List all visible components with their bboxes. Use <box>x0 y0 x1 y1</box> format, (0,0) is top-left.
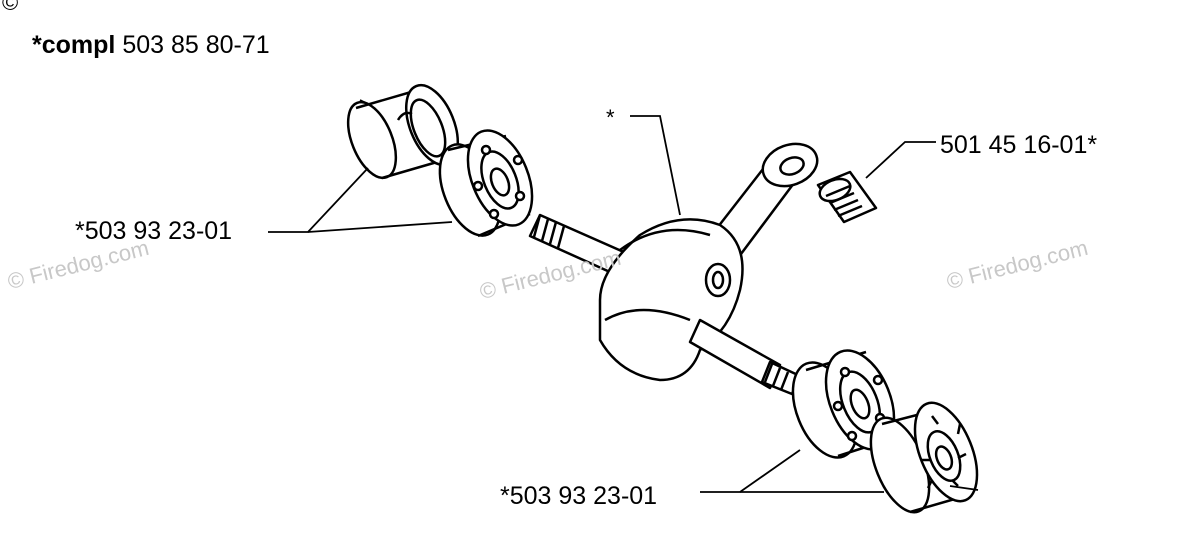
leader-left-seal-tick <box>359 99 373 107</box>
right-seal <box>869 401 979 514</box>
label-bearing-left: *503 93 23-01 <box>75 217 233 245</box>
label-needle-bearing: 501 45 16-01* <box>940 131 1098 159</box>
label-bearing-bottom: *503 93 23-01 <box>500 482 658 510</box>
kit-title: *compl 503 85 80-71 <box>32 33 270 58</box>
right-shaft <box>688 318 802 396</box>
left-ball-bearing <box>438 129 534 238</box>
left-seal-ring <box>346 83 460 180</box>
copyright-mark: © <box>2 0 19 15</box>
leader-left-to-seal <box>268 167 369 233</box>
right-ball-bearing <box>791 349 896 459</box>
leader-needle-bearing <box>865 141 936 179</box>
leader-bottom-seal-tick <box>949 485 979 491</box>
leader-crankshaft <box>630 115 681 216</box>
leader-left-to-bearing <box>307 221 453 233</box>
leader-bottom-to-bearing <box>700 449 801 493</box>
kit-part-number: 503 85 80-71 <box>122 31 270 59</box>
needle-bearing <box>816 170 878 224</box>
leader-lines <box>268 99 979 493</box>
label-crankshaft: * <box>606 105 615 130</box>
kit-title-prefix: *compl <box>32 31 116 59</box>
